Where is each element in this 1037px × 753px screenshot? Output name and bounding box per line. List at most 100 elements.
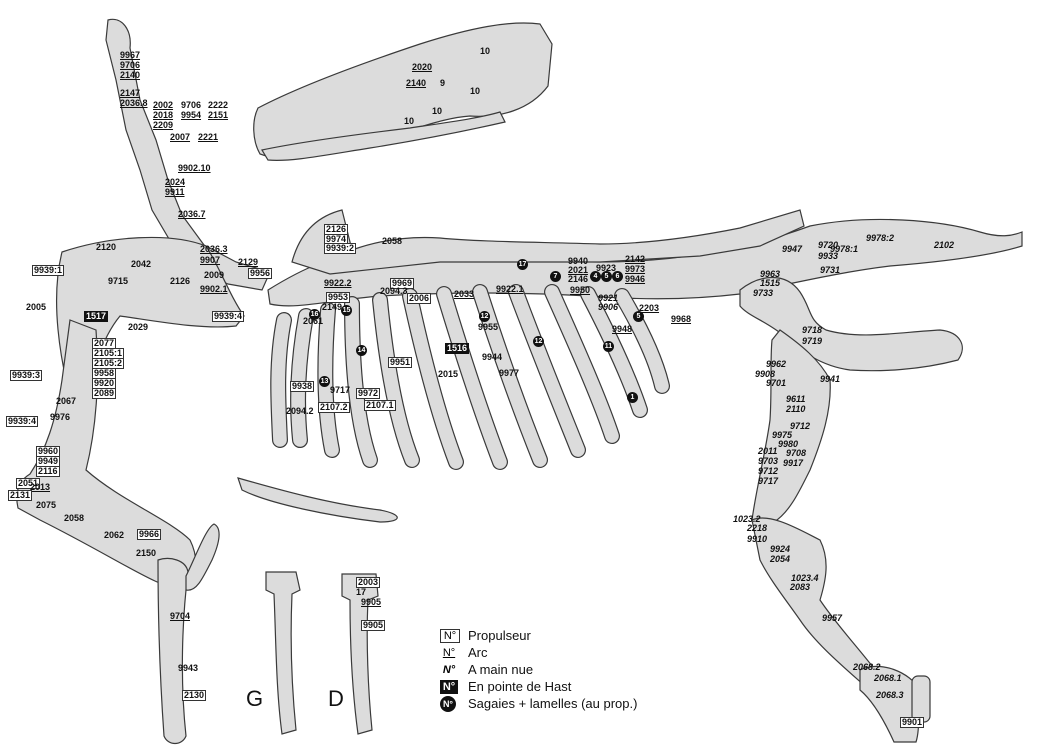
- specimen-label: 2147: [120, 88, 140, 98]
- specimen-label: 10: [470, 86, 480, 96]
- specimen-label: 9706: [181, 100, 201, 110]
- legend-row: N°Sagaies + lamelles (au prop.): [440, 696, 740, 713]
- specimen-label: 9922.2: [324, 278, 352, 288]
- specimen-label: 2089: [92, 388, 116, 399]
- sagaie-marker: 1: [627, 392, 638, 403]
- specimen-label: 2006: [407, 293, 431, 304]
- specimen-label: 9901: [900, 717, 924, 728]
- side-label-left: G: [246, 686, 263, 712]
- specimen-label: 2009: [204, 270, 224, 280]
- specimen-label: 2149: [322, 302, 342, 312]
- specimen-label: 2033: [454, 289, 474, 299]
- sagaie-marker: 11: [603, 341, 614, 352]
- specimen-label: 2015: [438, 369, 458, 379]
- specimen-label: 9717: [330, 385, 350, 395]
- specimen-label: 9947: [782, 244, 802, 254]
- specimen-label: 9718: [802, 325, 822, 335]
- specimen-label: 2083: [790, 582, 810, 592]
- legend-symbol-nue: N°: [440, 663, 458, 677]
- specimen-label: 9720: [818, 240, 838, 250]
- specimen-label: 9972: [356, 388, 380, 399]
- specimen-label: 9712: [758, 466, 778, 476]
- specimen-label: 9933: [818, 251, 838, 261]
- specimen-label: 9719: [802, 336, 822, 346]
- specimen-label: 9708: [786, 448, 806, 458]
- legend-row: N° A main nue: [440, 662, 740, 679]
- legend-symbol-prop: N°: [440, 629, 460, 643]
- specimen-label: 2129: [238, 257, 258, 267]
- specimen-label: 2221: [198, 132, 218, 142]
- specimen-label: 2075: [36, 500, 56, 510]
- side-label-right: D: [328, 686, 344, 712]
- sagaie-marker: 13: [319, 376, 330, 387]
- specimen-label: 2140: [120, 70, 140, 80]
- specimen-label: 2131: [8, 490, 32, 501]
- specimen-label: 9946: [625, 274, 645, 284]
- specimen-label: 2107.2: [318, 402, 350, 413]
- legend-row: N°Arc: [440, 645, 740, 662]
- specimen-label: 9939:2: [324, 243, 356, 254]
- specimen-label: 9902.1: [200, 284, 228, 294]
- radius: [158, 559, 188, 744]
- specimen-label: 9950: [570, 285, 590, 295]
- specimen-label: 2024: [165, 177, 185, 187]
- specimen-label: 9954: [181, 110, 201, 120]
- specimen-label: 9703: [758, 456, 778, 466]
- specimen-label: 1516: [445, 343, 469, 354]
- sagaie-marker: 17: [517, 259, 528, 270]
- specimen-label: 2005: [26, 302, 46, 312]
- specimen-label: 2058: [382, 236, 402, 246]
- specimen-label: 2151: [208, 110, 228, 120]
- specimen-label: 2102: [934, 240, 954, 250]
- specimen-label: 2054: [770, 554, 790, 564]
- specimen-label: 10: [404, 116, 414, 126]
- specimen-label: 9733: [753, 288, 773, 298]
- specimen-label: 2036.7: [178, 209, 206, 219]
- specimen-label: 2150: [136, 548, 156, 558]
- specimen-label: 9943: [178, 663, 198, 673]
- specimen-label: 9948: [612, 324, 632, 334]
- specimen-label: 9910: [747, 534, 767, 544]
- specimen-label: 2068.2: [853, 662, 881, 672]
- legend-label: Arc: [468, 646, 488, 660]
- specimen-label: 9905: [361, 620, 385, 631]
- specimen-label: 1515: [760, 278, 780, 288]
- specimen-label: 9: [440, 78, 445, 88]
- sagaie-marker: 4: [590, 271, 601, 282]
- specimen-label: 9962: [766, 359, 786, 369]
- specimen-label: 9924: [770, 544, 790, 554]
- sagaie-marker: 5: [633, 311, 644, 322]
- specimen-label: 2002: [153, 100, 173, 110]
- specimen-label: 2013: [30, 482, 50, 492]
- sagaie-marker: 6: [612, 271, 623, 282]
- specimen-label: 9973: [625, 264, 645, 274]
- specimen-label: 2094.2: [286, 406, 314, 416]
- hoof: [912, 676, 930, 722]
- legend-row: N°En pointe de Hast: [440, 679, 740, 696]
- sagaie-marker: 7: [550, 271, 561, 282]
- sagaie-marker: 14: [356, 345, 367, 356]
- specimen-label: 9951: [388, 357, 412, 368]
- specimen-label: 9978:2: [866, 233, 894, 243]
- specimen-label: 1517: [84, 311, 108, 322]
- specimen-label: 9905: [361, 597, 381, 607]
- ribs: [278, 292, 662, 462]
- specimen-label: 2130: [182, 690, 206, 701]
- specimen-label: 9704: [170, 611, 190, 621]
- specimen-label: 10: [432, 106, 442, 116]
- specimen-label: 2007: [170, 132, 190, 142]
- legend-label: En pointe de Hast: [468, 680, 571, 694]
- specimen-label: 17: [356, 587, 366, 597]
- legend-label: A main nue: [468, 663, 533, 677]
- specimen-label: 9967: [120, 50, 140, 60]
- legend-label: Propulseur: [468, 629, 531, 643]
- specimen-label: 9701: [766, 378, 786, 388]
- specimen-label: 2020: [412, 62, 432, 72]
- specimen-label: 9922.1: [496, 284, 524, 294]
- sagaie-marker: 12: [533, 336, 544, 347]
- specimen-label: 2068.1: [874, 673, 902, 683]
- specimen-label: 9941: [820, 374, 840, 384]
- specimen-label: 9611: [786, 394, 805, 404]
- specimen-label: 10: [480, 46, 490, 56]
- specimen-label: 2062: [104, 530, 124, 540]
